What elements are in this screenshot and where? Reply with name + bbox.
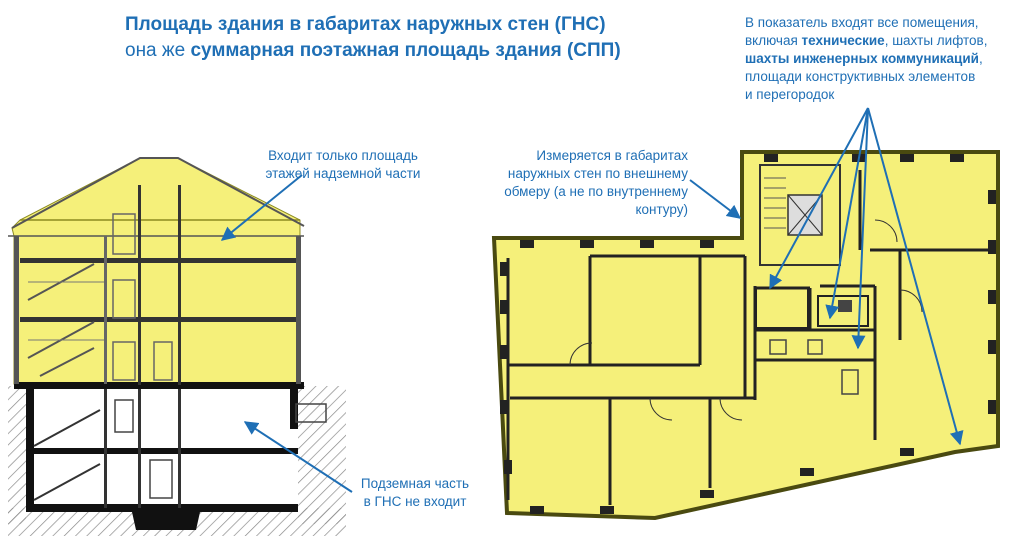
annotation-line: Подземная часть [360, 476, 470, 491]
pointer-arrows [220, 107, 964, 493]
annotation-above-ground: Входит только площадь этажей надземной ч… [248, 147, 438, 183]
arrow-service-shaft [851, 107, 869, 350]
annotation-line: наружных стен по внешнему [507, 166, 688, 181]
arrow-structural [867, 107, 964, 446]
annotation-line: В показатель входят все помещения, [745, 15, 979, 30]
arrow-lift-shaft [769, 107, 869, 290]
annotation-included: В показатель входят все помещения, включ… [745, 14, 1020, 104]
annotation-line: обмеру (а не по внутреннему [504, 184, 688, 199]
annotation-line: этажей надземной части [265, 166, 421, 181]
title-line-2: она же суммарная поэтажная площадь здани… [125, 40, 621, 61]
annotation-line: Входит только площадь [268, 148, 418, 163]
annotation-line: площади конструктивных элементов [745, 69, 976, 84]
building-section [8, 157, 346, 536]
annotation-line: в ГНС не входит [363, 494, 467, 509]
annotation-line: и перегородок [745, 87, 835, 102]
below-ground-area [26, 389, 327, 530]
annotation-below-ground: Подземная часть в ГНС не входит [350, 475, 480, 511]
annotation-line: Измеряется в габаритах [536, 148, 688, 163]
annotation-outer-measure: Измеряется в габаритах наружных стен по … [470, 147, 688, 219]
annotation-line: шахты инженерных коммуникаций, [745, 51, 983, 66]
annotation-line: контуру) [635, 202, 688, 217]
title-line-1: Площадь здания в габаритах наружных стен… [125, 14, 606, 35]
arrow-above-ground [220, 174, 303, 241]
page-title: Площадь здания в габаритах наружных стен… [125, 12, 621, 64]
arrow-tech-room [825, 107, 869, 320]
annotation-line: включая технические, шахты лифтов, [745, 33, 988, 48]
arrow-below-ground [243, 421, 353, 493]
above-ground-area [11, 157, 301, 385]
arrow-outer-measure [689, 179, 742, 219]
